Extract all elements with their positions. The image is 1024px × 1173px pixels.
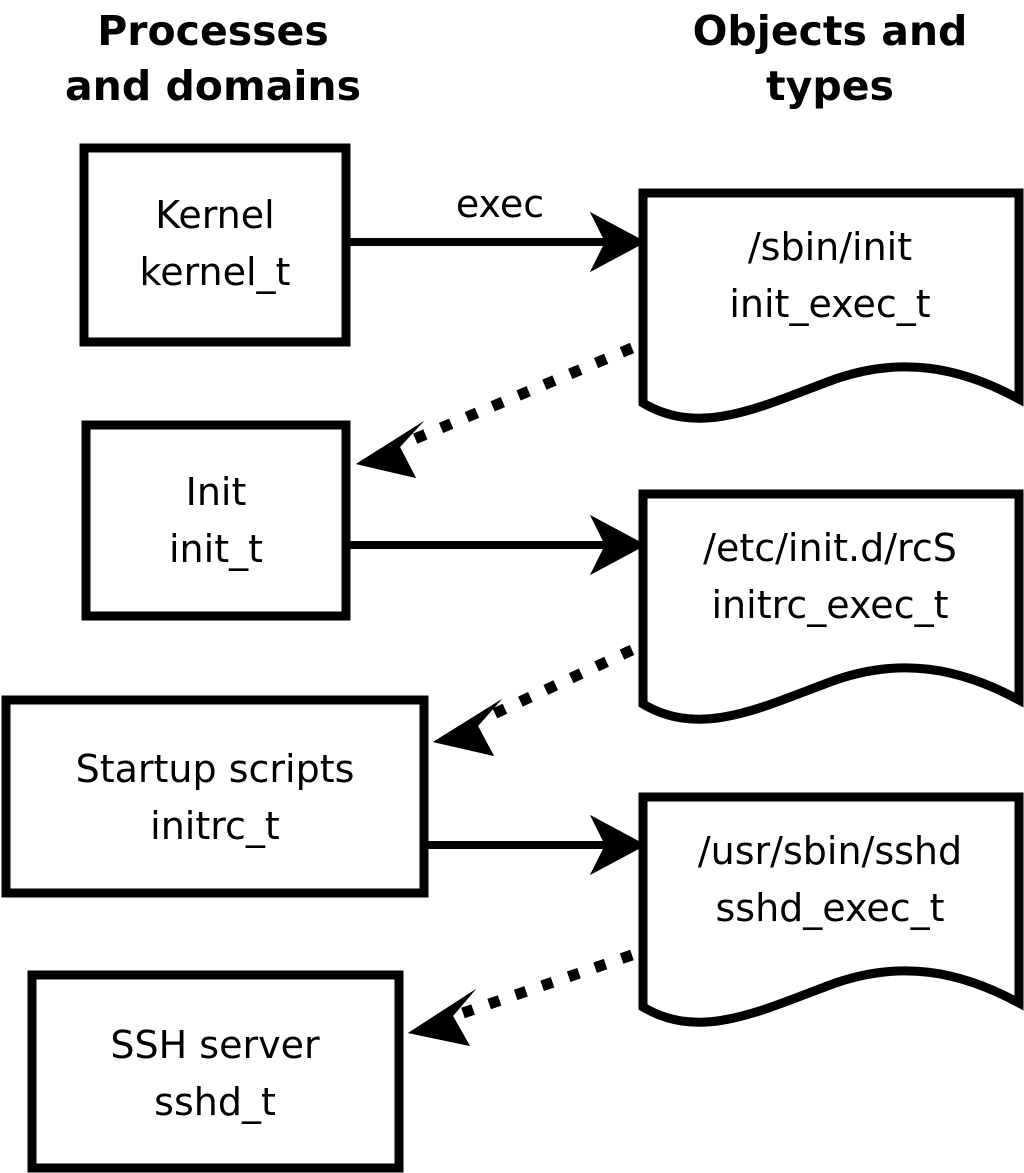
column-header-objects-line1: Objects and <box>693 7 968 55</box>
process-node-ssh-server[interactable]: SSH server sshd_t <box>27 970 404 1173</box>
process-node-kernel[interactable]: Kernel kernel_t <box>79 143 351 347</box>
object-node-sbin-init[interactable]: /sbin/init init_exec_t <box>638 188 1024 423</box>
process-node-init[interactable]: Init init_t <box>81 420 351 621</box>
column-header-processes-line1: Processes <box>97 7 329 55</box>
object-node-sbin-init-line1: /sbin/init <box>748 225 912 269</box>
object-node-etc-initd-rcs-document[interactable] <box>638 489 1024 724</box>
object-node-sbin-init-document[interactable] <box>638 188 1024 423</box>
overlay-arrowhead-init-exec <box>590 515 646 575</box>
object-node-usr-sbin-sshd-line1: /usr/sbin/sshd <box>698 829 962 873</box>
edge-kernel-exec-label: exec <box>456 182 544 226</box>
object-node-etc-initd-rcs-line1: /etc/init.d/rcS <box>703 526 957 570</box>
overlay-arrowhead-rcs-transition <box>433 699 502 756</box>
column-header-processes: Processes and domains <box>65 7 361 110</box>
edge-sbin-init-transition-line <box>402 342 635 449</box>
process-node-kernel-line1: Kernel <box>155 193 274 237</box>
overlay-arrowhead-sshd-transition <box>408 989 476 1046</box>
process-node-startup-scripts-box[interactable] <box>1 695 429 898</box>
overlay-arrowhead-sbin-init-transition <box>356 421 424 478</box>
process-node-init-line2: init_t <box>169 527 263 571</box>
process-node-init-box[interactable] <box>81 420 351 621</box>
process-node-startup-scripts-line1: Startup scripts <box>76 747 355 791</box>
process-node-kernel-box[interactable] <box>79 143 351 347</box>
process-node-ssh-server-line1: SSH server <box>110 1023 320 1067</box>
process-node-startup-scripts[interactable]: Startup scripts initrc_t <box>1 695 429 898</box>
object-node-etc-initd-rcs[interactable]: /etc/init.d/rcS initrc_exec_t <box>638 489 1024 724</box>
process-node-init-line1: Init <box>186 470 247 514</box>
overlay-arrowhead-kernel-exec <box>590 212 646 272</box>
column-header-processes-line2: and domains <box>65 62 361 110</box>
object-node-usr-sbin-sshd-line2: sshd_exec_t <box>715 886 944 930</box>
edge-rcs-transition-line <box>482 645 635 723</box>
column-header-objects-line2: types <box>766 62 894 110</box>
overlay-arrowhead-initrc-exec <box>590 815 646 875</box>
object-node-usr-sbin-sshd[interactable]: /usr/sbin/sshd sshd_exec_t <box>638 792 1024 1027</box>
process-node-kernel-line2: kernel_t <box>140 250 291 294</box>
edge-sshd-transition-line <box>461 949 634 1019</box>
object-node-usr-sbin-sshd-document[interactable] <box>638 792 1024 1027</box>
column-header-objects: Objects and types <box>693 7 968 110</box>
object-node-etc-initd-rcs-line2: initrc_exec_t <box>712 583 949 627</box>
process-node-ssh-server-box[interactable] <box>27 970 404 1173</box>
object-node-sbin-init-line2: init_exec_t <box>729 282 930 326</box>
process-node-startup-scripts-line2: initrc_t <box>150 804 280 848</box>
process-node-ssh-server-line2: sshd_t <box>154 1080 276 1124</box>
arrowhead-overlay-layer <box>356 212 646 1046</box>
